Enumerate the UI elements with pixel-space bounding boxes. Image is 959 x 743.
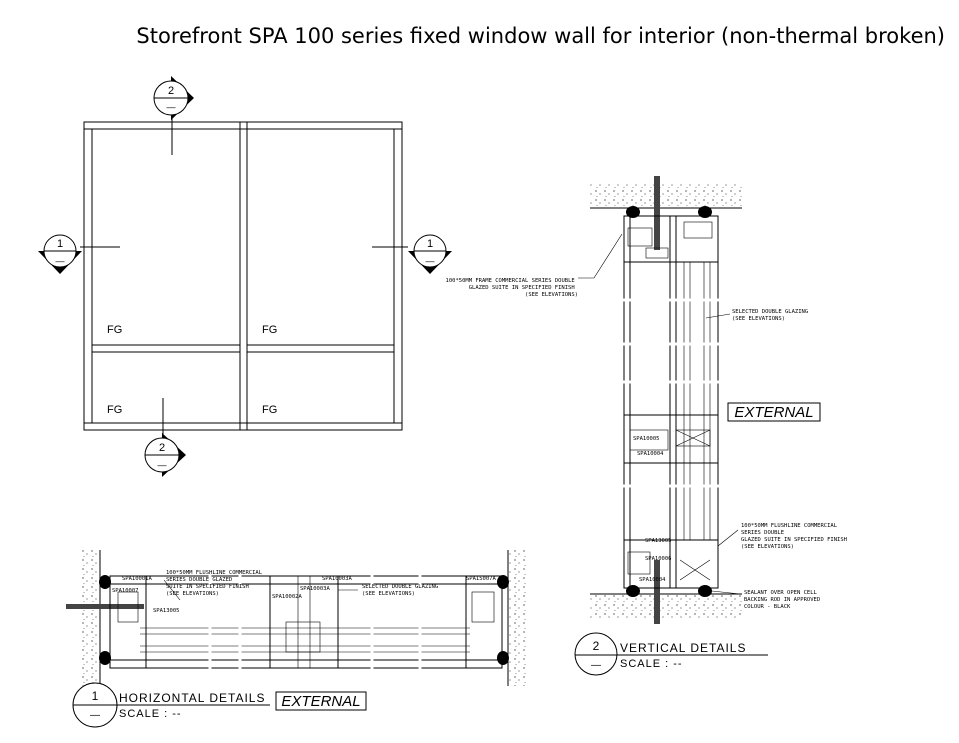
right-jamb-profile (465, 575, 503, 669)
detail-sub: — (591, 660, 601, 671)
callout-double-glazing: SELECTED DOUBLE GLAZING (SEE ELEVATIONS) (732, 309, 811, 322)
part-code: SPA13005 (153, 608, 180, 614)
svg-text:2: 2 (168, 85, 174, 97)
svg-text:1: 1 (427, 238, 433, 250)
callout-flushline-suite: 100*50MM FLUSHLINE COMMERCIAL SERIES DOU… (166, 570, 265, 597)
drawing-title: Storefront SPA 100 series fixed window w… (136, 24, 945, 48)
horizontal-detail: SPA10001A SPA10007 SPA13005 SPA10003A SP… (66, 550, 526, 728)
transom-profile (623, 414, 719, 464)
vertical-detail-title-block: 2 — VERTICAL DETAILS SCALE : -- (574, 632, 768, 676)
part-code: SPA10006 (645, 556, 672, 562)
head-profile (623, 215, 719, 263)
part-code: SPA10004 (637, 451, 664, 457)
vertical-detail: SPA10005 SPA10004 SPA13005 SPA10006 SPA1… (446, 176, 850, 676)
elevation-inner-frame (91, 128, 395, 424)
callout-sealant: SEALANT OVER OPEN CELL BACKING ROD IN AP… (744, 590, 823, 610)
svg-text:2: 2 (159, 442, 165, 454)
left-wall (82, 550, 100, 686)
panel-label-fg-4: FG (262, 404, 277, 416)
external-label: EXTERNAL (734, 404, 813, 421)
detail-scale: SCALE : -- (620, 658, 683, 670)
part-code: SPA10007 (112, 588, 139, 594)
svg-text:1: 1 (57, 238, 63, 250)
external-label: EXTERNAL (281, 693, 360, 710)
elevation-outer-frame (83, 121, 403, 431)
section-marker-1-left: 1 — (38, 234, 82, 274)
external-label-box (727, 402, 821, 422)
window-elevation: FG FG FG FG (80, 118, 408, 435)
part-code: SPA10005 (633, 436, 660, 442)
callout-frame-suite: 100*50MM FRAME COMMERCIAL SERIES DOUBLE … (446, 278, 578, 298)
svg-text:—: — (167, 102, 176, 112)
part-code: SPA10002A (272, 594, 302, 600)
sill-anchor-bolt (654, 560, 660, 624)
left-jamb-profile (109, 575, 147, 669)
panel-label-fg-3: FG (107, 404, 122, 416)
right-wall (508, 550, 526, 686)
head-anchor-bolt (654, 176, 660, 250)
detail-title: VERTICAL DETAILS (620, 641, 746, 655)
detail-title: HORIZONTAL DETAILS (119, 691, 265, 705)
sill-profile (623, 539, 719, 589)
svg-text:—: — (426, 256, 435, 266)
horizontal-detail-title-block: 1 — HORIZONTAL DETAILS SCALE : -- EXTERN… (72, 682, 367, 728)
anchor-bolt (66, 604, 144, 609)
section-marker-2-top: 2 — (153, 76, 194, 120)
external-label-box (275, 691, 367, 711)
part-code: SPA10003A (300, 586, 330, 592)
detail-number: 2 (593, 639, 600, 653)
svg-text:—: — (56, 256, 65, 266)
detail-sub: — (90, 710, 100, 721)
section-marker-1-right: 1 — (408, 234, 452, 274)
panel-label-fg-1: FG (107, 324, 122, 336)
detail-number: 1 (92, 689, 99, 703)
part-code: SPA13005 (645, 538, 672, 544)
sill-concrete (590, 594, 742, 618)
part-code: SPA10004 (639, 577, 666, 583)
head-concrete (590, 184, 742, 208)
callout-double-glazing: SELECTED DOUBLE GLAZING (SEE ELEVATIONS) (362, 584, 441, 597)
centre-mullion-profile (269, 575, 339, 669)
part-code: SPA15007A (466, 576, 496, 582)
part-code: SPA10001A (122, 576, 152, 582)
part-code: SPA10003A (322, 576, 352, 582)
callout-flushline-suite: 100*50MM FLUSHLINE COMMERCIAL SERIES DOU… (741, 523, 850, 550)
section-marker-2-bottom: 2 — (144, 433, 186, 477)
detail-scale: SCALE : -- (119, 708, 182, 720)
svg-text:—: — (158, 460, 167, 470)
panel-label-fg-2: FG (262, 324, 277, 336)
